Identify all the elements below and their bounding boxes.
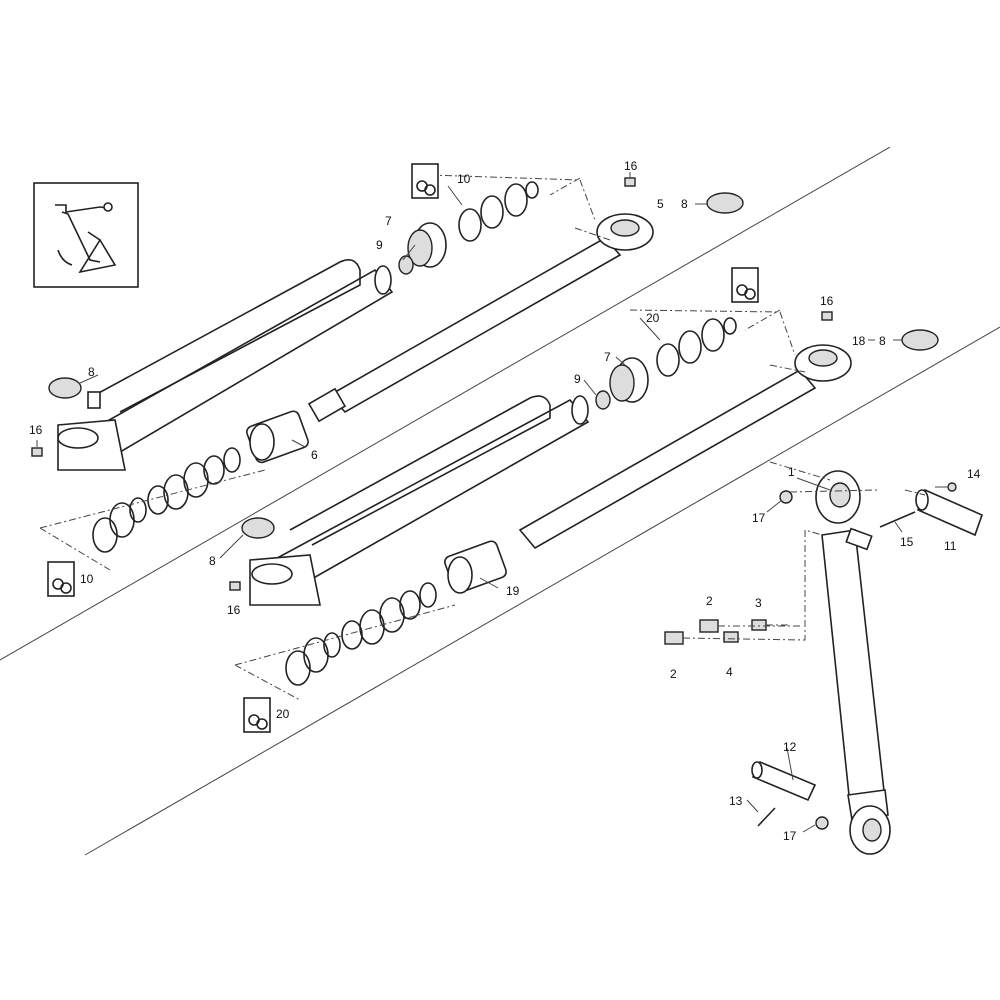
seal-kit-rings xyxy=(285,582,437,686)
seal-kit-rings xyxy=(656,317,737,377)
callout-8: 8 xyxy=(681,197,688,211)
bushing xyxy=(241,517,275,539)
divider-line-lower xyxy=(84,326,1000,856)
callout-4: 4 xyxy=(726,665,733,679)
callout-18: 18 xyxy=(852,334,866,348)
callout-2: 2 xyxy=(670,667,677,681)
callout-17: 17 xyxy=(783,829,797,843)
callout-8: 8 xyxy=(209,554,216,568)
machine-orientation-icon xyxy=(33,182,139,288)
cylinder-barrel xyxy=(252,398,590,581)
spring-pin xyxy=(757,807,776,827)
bushing xyxy=(706,192,744,214)
nut xyxy=(595,390,611,410)
callout-7: 7 xyxy=(385,214,392,228)
bolt xyxy=(879,511,916,528)
fitting xyxy=(699,619,719,633)
callout-11: 11 xyxy=(944,539,957,553)
callout-15: 15 xyxy=(900,535,914,549)
piston-rod xyxy=(518,368,817,550)
callout-17: 17 xyxy=(752,511,766,525)
callout-14: 14 xyxy=(967,467,981,481)
callout-13: 13 xyxy=(729,794,743,808)
cylinder-barrel xyxy=(821,529,886,806)
callout-10: 10 xyxy=(457,172,471,186)
callout-16: 16 xyxy=(29,423,43,437)
callout-9: 9 xyxy=(574,372,581,386)
seal-kit-rings xyxy=(92,447,241,553)
callout-6: 6 xyxy=(311,448,318,462)
callout-10: 10 xyxy=(80,572,94,586)
leader-lines xyxy=(36,172,948,833)
cylinder-lower xyxy=(234,309,939,701)
callout-9: 9 xyxy=(376,238,383,252)
callout-19: 19 xyxy=(506,584,520,598)
grease-fitting xyxy=(779,490,793,504)
callout-2: 2 xyxy=(706,594,713,608)
seal-kit-rings xyxy=(458,181,539,242)
callout-8: 8 xyxy=(88,365,95,379)
divider-line-upper xyxy=(0,146,891,661)
fitting xyxy=(723,631,739,643)
callout-20: 20 xyxy=(646,311,660,325)
nut xyxy=(947,482,957,492)
cylinder-upper xyxy=(39,174,744,571)
callout-7: 7 xyxy=(604,350,611,364)
callout-16: 16 xyxy=(624,159,638,173)
callout-3: 3 xyxy=(755,596,762,610)
callout-labels: 16 10 5 8 7 9 8 16 6 10 20 16 18 8 7 9 8… xyxy=(29,159,981,843)
fitting xyxy=(664,631,684,645)
bushing xyxy=(48,377,82,399)
hydraulic-pipe xyxy=(289,395,551,546)
fitting xyxy=(751,619,767,631)
callout-1: 1 xyxy=(788,465,795,479)
callout-8: 8 xyxy=(879,334,886,348)
seal-kit-bag-icon xyxy=(47,163,759,733)
callout-20: 20 xyxy=(276,707,290,721)
callout-16: 16 xyxy=(227,603,241,617)
callout-5: 5 xyxy=(657,197,664,211)
nut xyxy=(398,255,414,275)
callout-12: 12 xyxy=(783,740,797,754)
hydraulic-pipe xyxy=(94,259,361,413)
cylinder-assembly-vertical xyxy=(664,461,983,855)
bushing xyxy=(901,329,939,351)
callout-16: 16 xyxy=(820,294,834,308)
grease-fitting xyxy=(815,816,829,830)
